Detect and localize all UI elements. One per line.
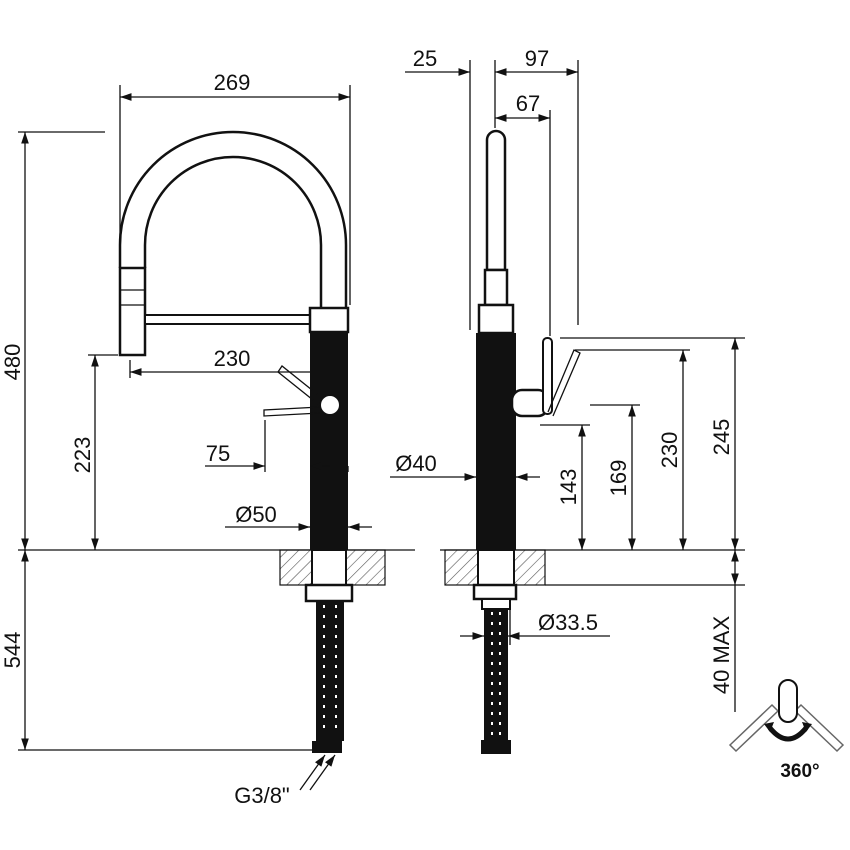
side-dimension-lines	[390, 60, 745, 712]
dim-depth-67: 67	[516, 91, 540, 116]
dim-diameter-40: Ø40	[395, 451, 437, 476]
dim-height-245: 245	[709, 419, 734, 456]
rotation-label: 360°	[780, 761, 819, 782]
dim-connection-g38: G3/8"	[234, 783, 290, 808]
faucet-front-view	[118, 130, 354, 753]
faucet-side-view	[472, 129, 581, 754]
dim-offset-25: 25	[413, 46, 437, 71]
dim-depth-97: 97	[525, 46, 549, 71]
dim-height-480: 480	[0, 344, 25, 381]
countertop	[18, 549, 745, 751]
dim-reach-230: 230	[214, 346, 251, 371]
dim-height-223: 223	[70, 437, 95, 474]
dim-height-169: 169	[606, 460, 631, 497]
dim-diameter-33-5: Ø33.5	[538, 610, 598, 635]
dim-below-544: 544	[0, 632, 25, 669]
dim-counter-40-max: 40 MAX	[709, 616, 734, 695]
front-dimension-lines	[18, 85, 372, 791]
dim-diameter-50: Ø50	[235, 502, 277, 527]
dim-height-230: 230	[657, 432, 682, 469]
dim-offset-75: 75	[206, 441, 230, 466]
rotation-360-icon	[728, 679, 845, 753]
dim-height-143: 143	[556, 469, 581, 506]
dim-width-269: 269	[214, 70, 251, 95]
